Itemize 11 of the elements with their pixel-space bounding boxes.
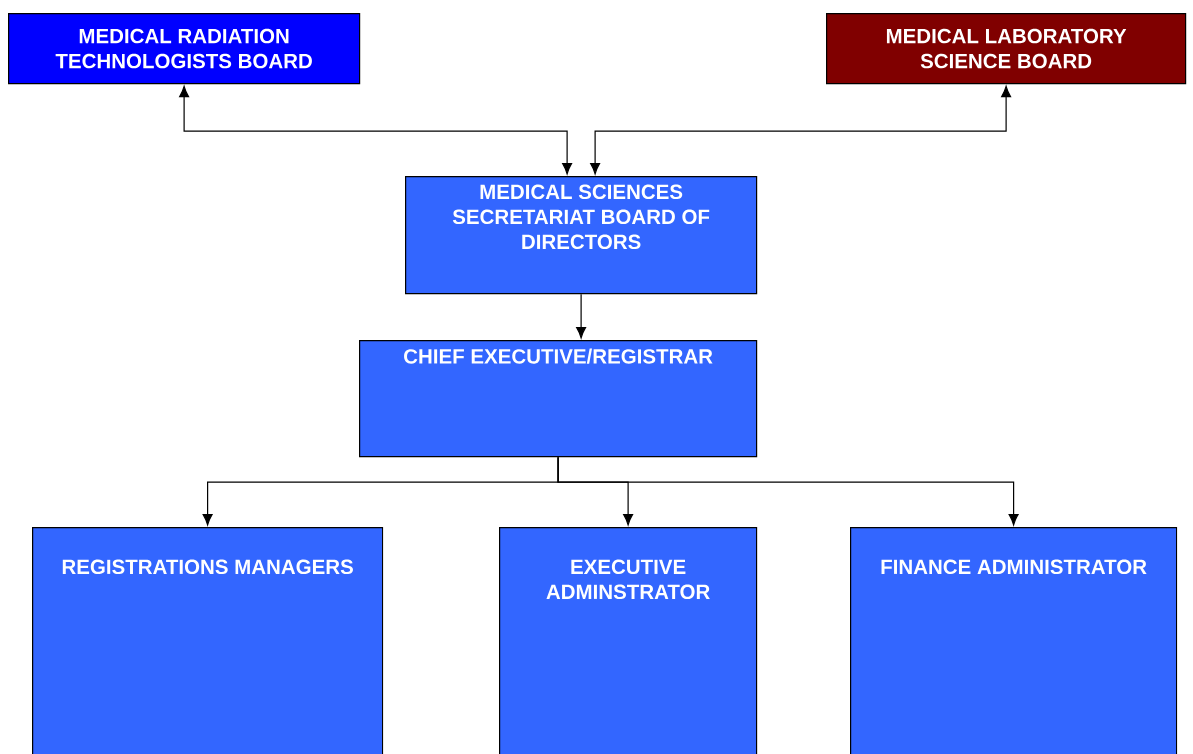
arrow [590,85,1012,175]
department-box: FINANCE ADMINISTRATOR [850,527,1178,754]
board-box: MEDICAL RADIATION TECHNOLOGISTS BOARD [8,13,361,85]
department-box: EXECUTIVE ADMINSTRATOR [499,527,758,754]
board-box: MEDICAL SCIENCES SECRETARIAT BOARD OF DIRECTORS [405,176,758,295]
arrow [179,85,573,175]
arrow [557,456,1019,526]
board-box: MEDICAL LABORATORY SCIENCE BOARD [826,13,1187,85]
department-box: REGISTRATIONS MANAGERS [32,527,384,754]
executive-box: CHIEF EXECUTIVE/REGISTRAR [359,340,758,458]
arrow [576,293,587,339]
